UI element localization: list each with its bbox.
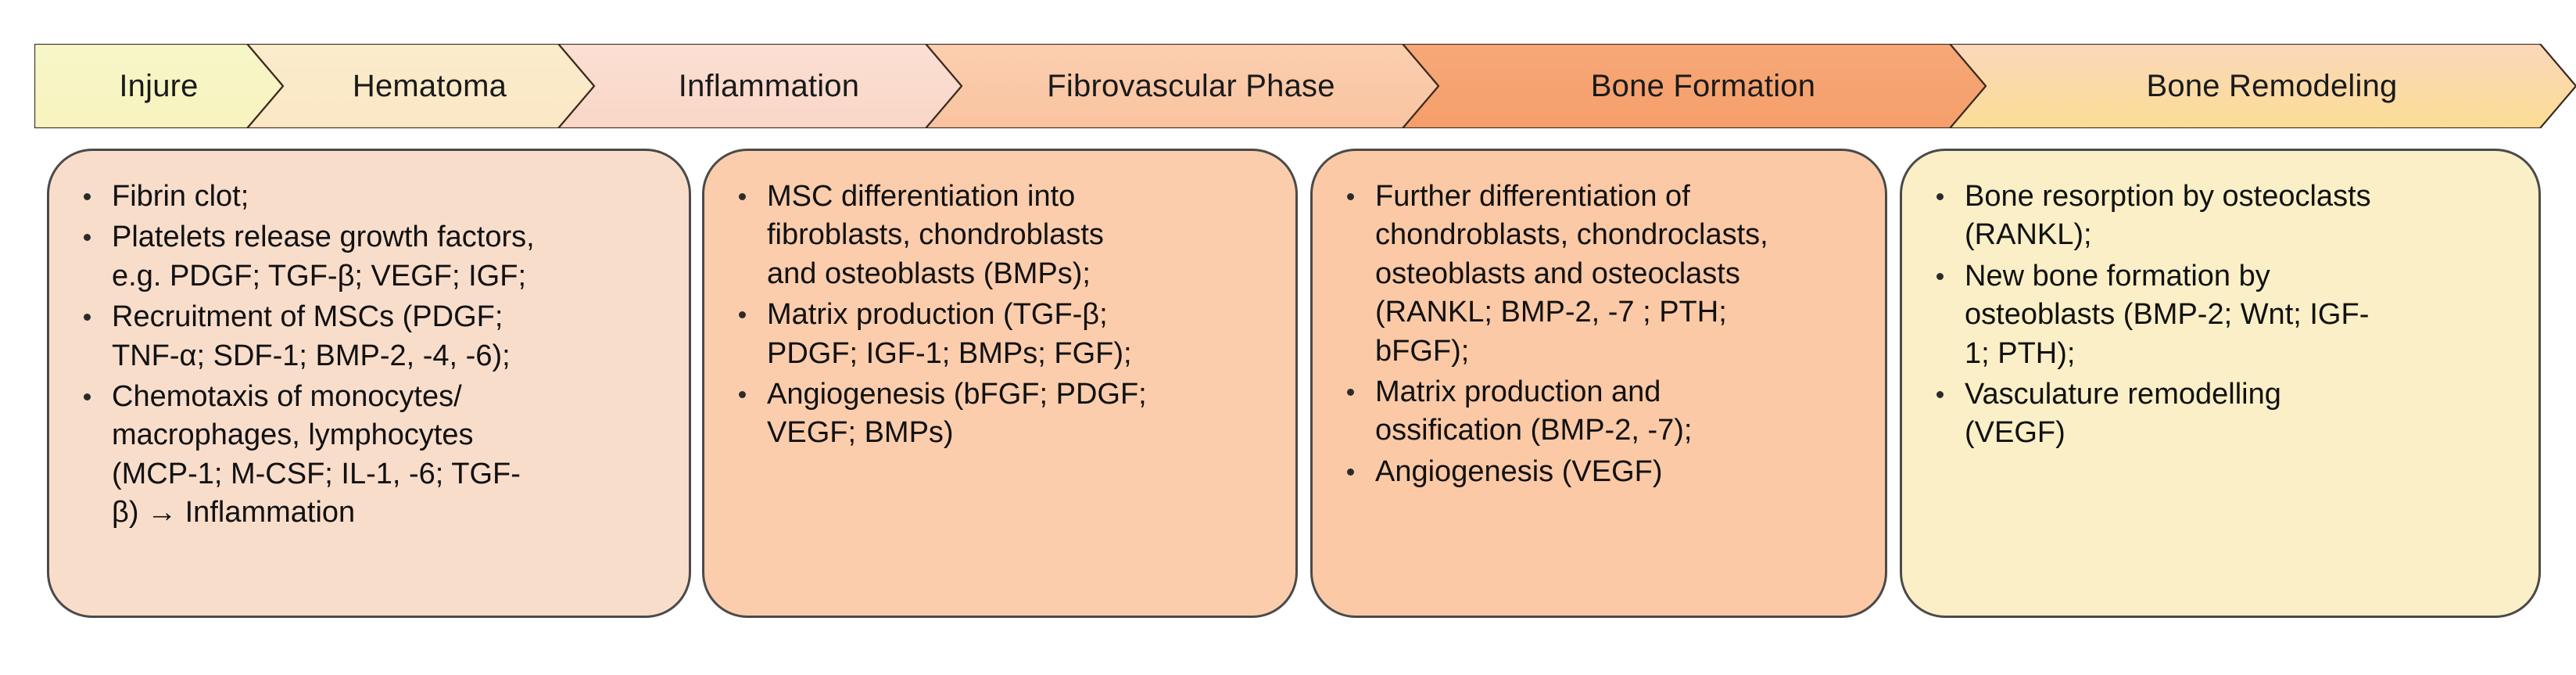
chevron-shape: [1950, 44, 2576, 128]
bullet-list: Further differentiation of chondroblasts,…: [1333, 178, 1865, 491]
chevron-shape: [926, 44, 1438, 128]
bullet-line: ossification (BMP-2, -7);: [1375, 414, 1693, 447]
bullet-line: Angiogenesis (bFGF; PDGF;: [767, 377, 1147, 411]
chevron-shape: [247, 44, 594, 128]
bullet-line: macrophages, lymphocytes: [112, 418, 474, 452]
bullet-item: Angiogenesis (bFGF; PDGF; VEGF; BMPs): [725, 375, 1275, 453]
bone-formation-box: Further differentiation of chondroblasts,…: [1310, 149, 1887, 618]
bullet-line: (RANKL);: [1965, 218, 2092, 252]
bullet-line: Fibrin clot;: [112, 180, 249, 213]
bullet-line: Chemotaxis of monocytes/: [112, 379, 462, 413]
process-step-injure[interactable]: Injure: [34, 44, 283, 128]
bullet-line: MSC differentiation into: [767, 180, 1076, 213]
bullet-line: chondroblasts, chondroclasts,: [1375, 218, 1768, 252]
bullet-item: MSC differentiation into fibroblasts, cho…: [725, 178, 1275, 293]
bullet-line: Vasculature remodelling: [1965, 377, 2281, 411]
bullet-line: 1; PTH);: [1965, 336, 2076, 370]
bullet-line: Recruitment of MSCs (PDGF;: [112, 300, 503, 334]
bullet-line: Matrix production and: [1375, 375, 1661, 408]
process-step-label: Hematoma: [352, 68, 507, 103]
bullet-line: TNF-α; SDF-1; BMP-2, -4, -6);: [112, 339, 511, 372]
inflammation-box: Fibrin clot; Platelets release growth fac…: [47, 149, 691, 618]
process-step-fibrovascular-phase[interactable]: Fibrovascular Phase: [926, 44, 1438, 128]
chevron-shape: [558, 44, 962, 128]
bullet-item: Vasculature remodelling (VEGF): [1922, 375, 2518, 453]
bullet-line: Further differentiation of: [1375, 180, 1690, 213]
bullet-line: e.g. PDGF; TGF-β; VEGF; IGF;: [112, 259, 526, 293]
bullet-line: osteoblasts and osteoclasts: [1375, 257, 1740, 290]
chevron-shape: [34, 44, 283, 128]
process-step-label: Inflammation: [678, 68, 860, 103]
bullet-line: (VEGF): [1965, 416, 2065, 450]
bullet-line: (MCP-1; M-CSF; IL-1, -6; TGF-: [112, 457, 521, 490]
process-flow-banner: Injure Hematoma Inflammation: [34, 44, 2576, 128]
bullet-item: Platelets release growth factors, e.g. PD…: [70, 218, 668, 296]
bullet-line: bFGF);: [1375, 334, 1470, 368]
bullet-line: New bone formation by: [1965, 259, 2270, 293]
process-step-inflammation[interactable]: Inflammation: [558, 44, 962, 128]
bullet-list: Fibrin clot; Platelets release growth fac…: [70, 178, 668, 533]
bullet-item: Matrix production and ossification (BMP-2…: [1333, 373, 1865, 451]
bullet-item: Fibrin clot;: [70, 178, 668, 216]
process-step-label: Fibrovascular Phase: [1047, 68, 1335, 103]
bullet-list: MSC differentiation into fibroblasts, cho…: [725, 178, 1275, 453]
bullet-item: Bone resorption by osteoclasts (RANKL);: [1922, 178, 2518, 255]
bullet-line: PDGF; IGF-1; BMPs; FGF);: [767, 336, 1132, 370]
process-step-bone-remodeling[interactable]: Bone Remodeling: [1950, 44, 2576, 128]
bullet-line: Angiogenesis (VEGF): [1375, 454, 1663, 488]
process-step-hematoma[interactable]: Hematoma: [247, 44, 594, 128]
bullet-line: osteoblasts (BMP-2; Wnt; IGF-: [1965, 298, 2370, 332]
bullet-line: fibroblasts, chondroblasts: [767, 218, 1104, 252]
bullet-item: Matrix production (TGF-β; PDGF; IGF-1; BM…: [725, 296, 1275, 373]
bullet-item: Recruitment of MSCs (PDGF; TNF-α; SDF-1; …: [70, 298, 668, 375]
process-step-label: Injure: [119, 68, 199, 103]
chevron-shape: [1403, 44, 1986, 128]
bullet-line: (RANKL; BMP-2, -7 ; PTH;: [1375, 296, 1727, 329]
bullet-item: Further differentiation of chondroblasts,…: [1333, 178, 1865, 371]
bullet-line: VEGF; BMPs): [767, 416, 954, 450]
process-step-label: Bone Remodeling: [2146, 68, 2398, 103]
bullet-item: New bone formation by osteoblasts (BMP-2;…: [1922, 257, 2518, 373]
bullet-line: Bone resorption by osteoclasts: [1965, 180, 2371, 213]
bullet-item: Chemotaxis of monocytes/macrophages, lym…: [70, 378, 668, 533]
bullet-line: Platelets release growth factors,: [112, 221, 535, 254]
bullet-list: Bone resorption by osteoclasts (RANKL); Ne…: [1922, 178, 2518, 453]
bullet-item: Angiogenesis (VEGF): [1333, 453, 1865, 491]
process-step-label: Bone Formation: [1590, 68, 1816, 103]
bullet-line: and osteoblasts (BMPs);: [767, 257, 1091, 290]
bullet-line: Matrix production (TGF-β;: [767, 298, 1108, 332]
bone-remodeling-box: Bone resorption by osteoclasts (RANKL); Ne…: [1900, 149, 2541, 618]
fibrovascular-box: MSC differentiation into fibroblasts, cho…: [702, 149, 1298, 618]
bullet-line: β) → Inflammation: [112, 496, 356, 530]
process-step-bone-formation[interactable]: Bone Formation: [1403, 44, 1986, 128]
